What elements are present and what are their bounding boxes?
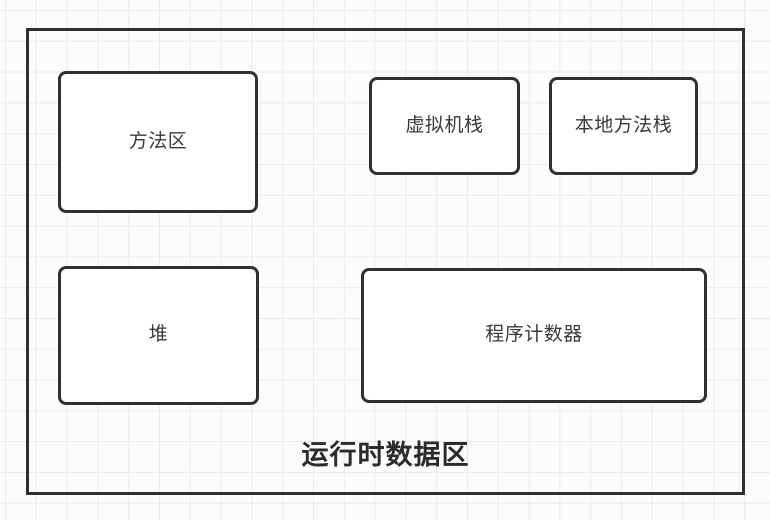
node-heap-label: 堆 [148,324,169,346]
node-vm-stack[interactable]: 虚拟机栈 [369,77,520,175]
node-method-area-label: 方法区 [128,130,188,152]
node-native-method-stack-label: 本地方法栈 [574,114,673,136]
runtime-data-area-container[interactable]: 方法区 虚拟机栈 本地方法栈 堆 程序计数器 运行时数据区 [26,28,745,495]
node-native-method-stack[interactable]: 本地方法栈 [549,77,698,175]
node-program-counter[interactable]: 程序计数器 [361,268,707,403]
node-heap[interactable]: 堆 [58,266,259,405]
node-vm-stack-label: 虚拟机栈 [405,114,484,136]
node-method-area[interactable]: 方法区 [58,71,258,213]
runtime-data-area-title: 运行时数据区 [301,440,470,470]
node-program-counter-label: 程序计数器 [485,324,583,346]
